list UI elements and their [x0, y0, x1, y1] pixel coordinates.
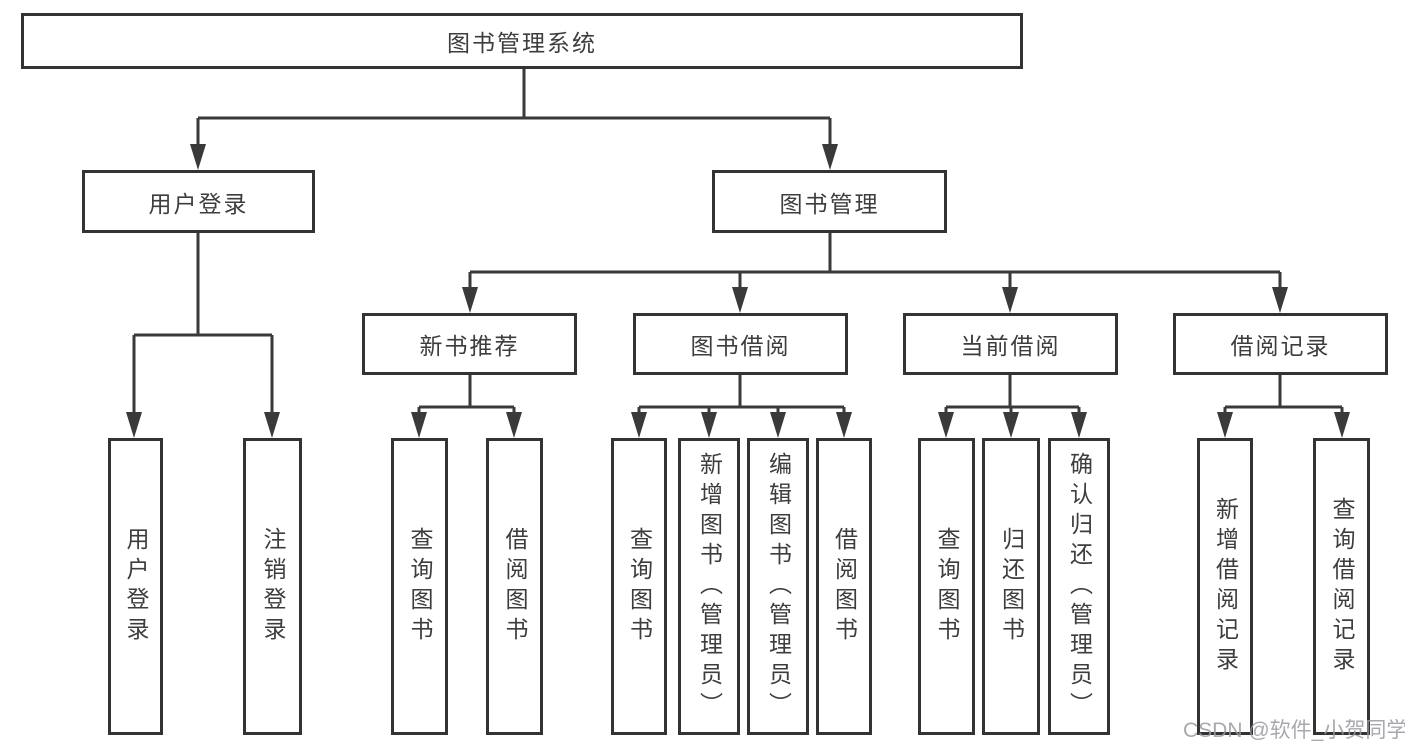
leaf-confirm-return-admin: 确认归还（管理员）: [1048, 438, 1110, 735]
node-borrow-records: 借阅记录: [1173, 313, 1388, 375]
leaf-borrow-books-2: 借阅图书: [816, 438, 872, 735]
node-current-borrow: 当前借阅: [903, 313, 1118, 375]
leaf-user-login: 用户登录: [108, 438, 163, 735]
node-new-book-recommend: 新书推荐: [362, 313, 577, 375]
leaf-borrow-books-1: 借阅图书: [486, 438, 543, 735]
node-book-management: 图书管理: [712, 170, 947, 233]
node-user-login: 用户登录: [82, 170, 315, 233]
leaf-query-books-3: 查询图书: [918, 438, 975, 735]
leaf-query-borrow-record: 查询借阅记录: [1313, 438, 1370, 735]
leaf-query-books-1: 查询图书: [391, 438, 448, 735]
leaf-add-book-admin: 新增图书（管理员）: [678, 438, 740, 735]
arrowheads: [126, 144, 1350, 438]
leaf-add-borrow-record: 新增借阅记录: [1197, 438, 1253, 735]
leaf-logout-login: 注销登录: [243, 438, 302, 735]
watermark: CSDN @软件_小贺同学: [1183, 719, 1405, 742]
node-root-library-system: 图书管理系统: [21, 13, 1023, 69]
leaf-query-books-2: 查询图书: [611, 438, 667, 735]
leaf-edit-book-admin: 编辑图书（管理员）: [747, 438, 809, 735]
leaf-return-book: 归还图书: [982, 438, 1040, 735]
node-book-borrow: 图书借阅: [633, 313, 848, 375]
